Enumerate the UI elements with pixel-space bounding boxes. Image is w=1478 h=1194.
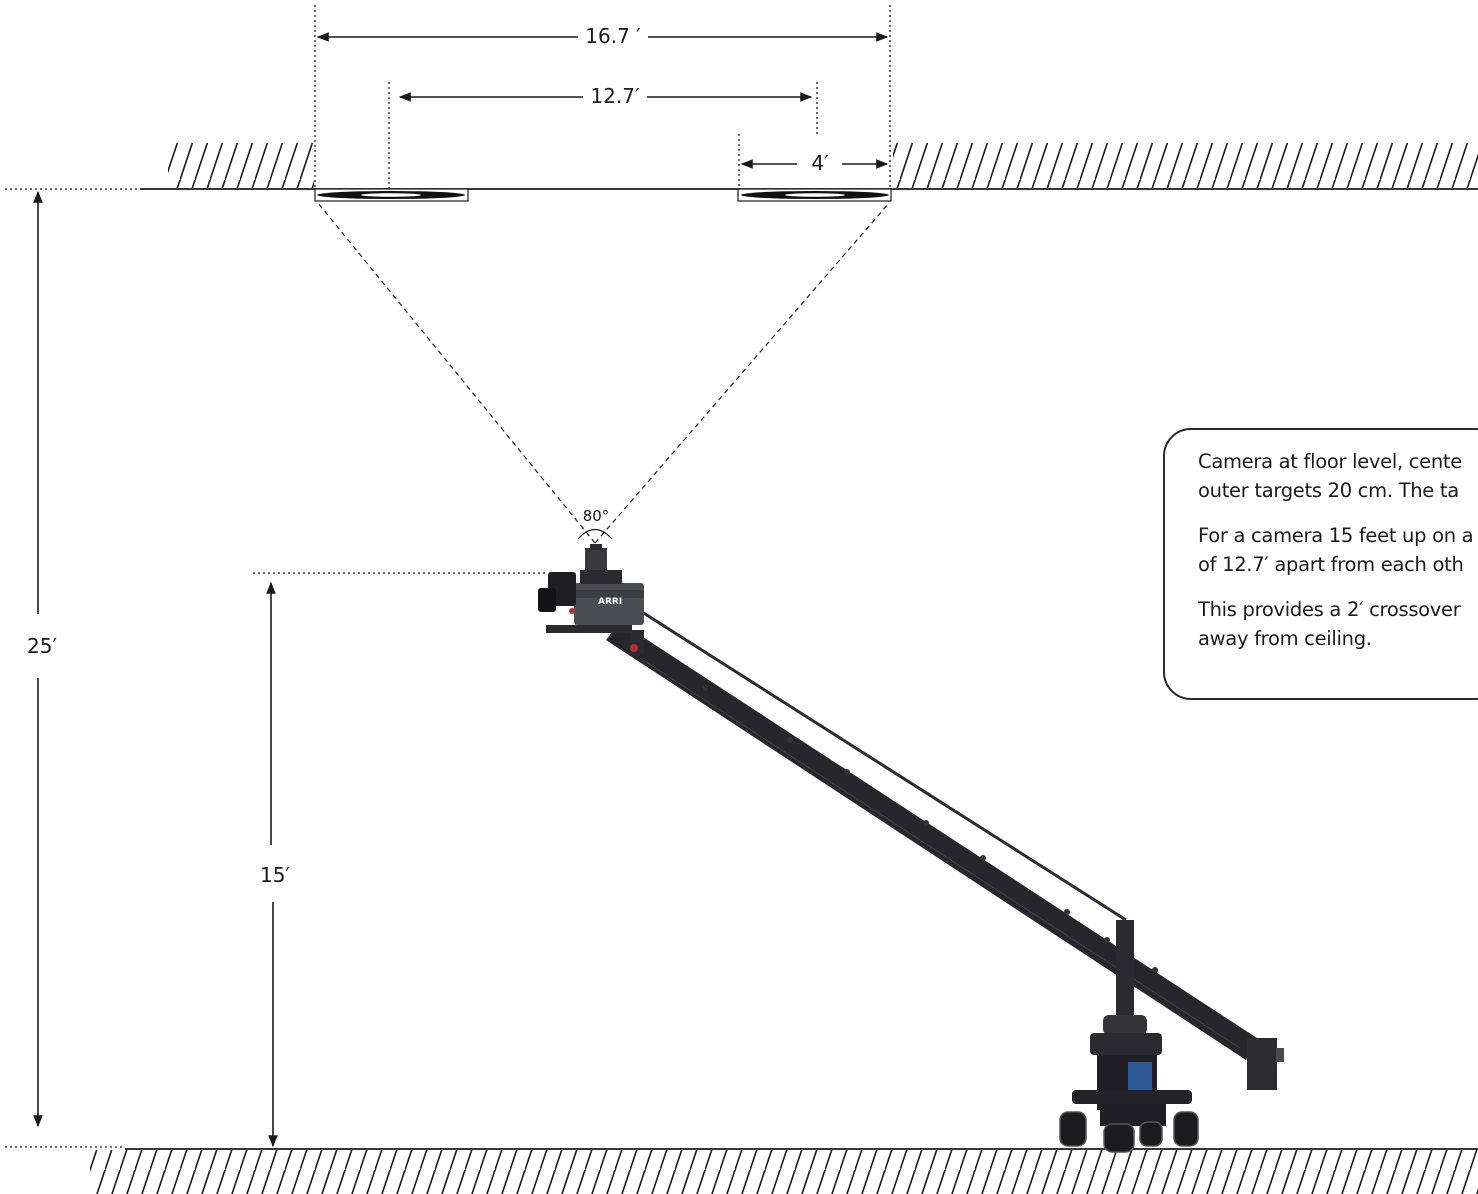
target-width-label: 4′ — [811, 151, 829, 175]
crane-cable — [641, 610, 1127, 922]
camera-crane: ARRI — [538, 544, 1284, 1153]
camera-height-label: 15′ — [260, 863, 290, 887]
note-line: This provides a 2′ crossover — [1198, 598, 1461, 621]
ceiling — [5, 143, 1478, 190]
dimension-extension-lines — [253, 5, 891, 574]
note-paragraph-1: Camera at floor level, cente outer targe… — [1198, 448, 1478, 505]
ceiling-hatch-right — [893, 143, 1478, 188]
floor — [5, 1146, 1478, 1194]
fov-angle-label: 80° — [583, 507, 610, 525]
outer-span-dimension: 16.7 ′ — [316, 24, 889, 48]
inner-span-label: 12.7′ — [590, 84, 640, 108]
note-line: Camera at floor level, cente — [1198, 450, 1462, 473]
crane-wheels — [1059, 1111, 1199, 1153]
inner-span-dimension: 12.7′ — [398, 84, 813, 108]
counterweight — [1247, 1038, 1277, 1090]
camera-height-dimension: 15′ — [260, 581, 290, 1148]
ceiling-height-label: 25′ — [27, 634, 57, 658]
note-line: outer targets 20 cm. The ta — [1198, 478, 1459, 502]
floor-hatch — [90, 1150, 1478, 1194]
cinema-camera: ARRI — [538, 544, 644, 625]
field-of-view: 80° — [317, 202, 890, 544]
note-line: of 12.7′ apart from each oth — [1198, 552, 1464, 576]
ceiling-target-right — [737, 188, 892, 202]
crane-arm — [606, 622, 1260, 1060]
crane-column — [1116, 920, 1134, 1020]
note-line: away from ceiling. — [1198, 626, 1372, 650]
ceiling-height-dimension: 25′ — [27, 190, 57, 1128]
ceiling-target-left — [314, 188, 469, 202]
battery — [1128, 1062, 1152, 1094]
ceiling-hatch-left — [168, 143, 314, 188]
note-paragraph-2: For a camera 15 feet up on a of 12.7′ ap… — [1198, 522, 1478, 579]
target-width-dimension: 4′ — [740, 151, 889, 175]
outer-span-label: 16.7 ′ — [585, 24, 641, 48]
camera-brand-label: ARRI — [598, 597, 622, 607]
note-line: For a camera 15 feet up on a — [1198, 524, 1474, 547]
explanation-note: Camera at floor level, cente outer targe… — [1163, 428, 1478, 700]
note-paragraph-3: This provides a 2′ crossover away from c… — [1198, 596, 1478, 653]
